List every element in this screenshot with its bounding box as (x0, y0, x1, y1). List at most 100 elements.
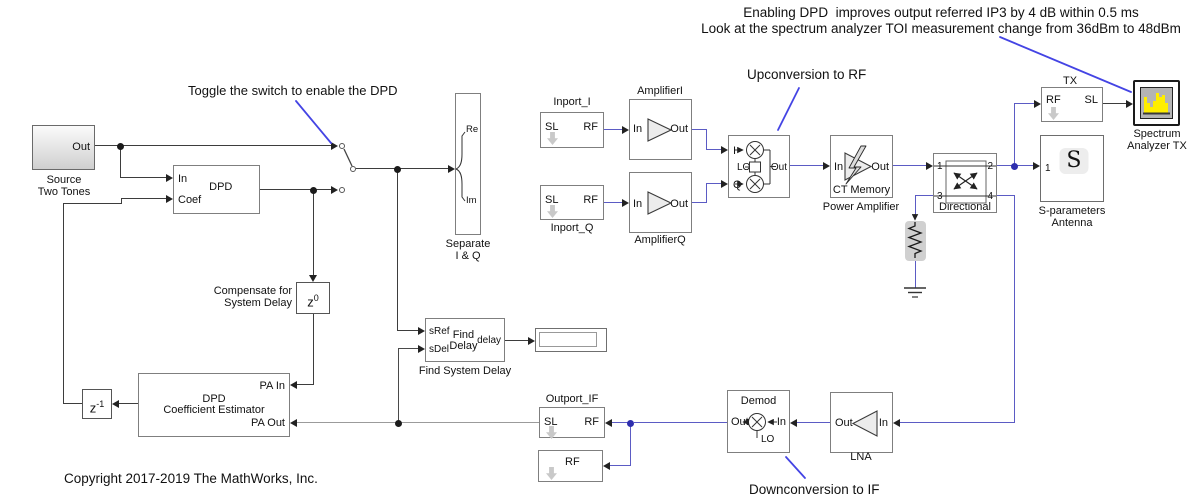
wire (796, 422, 830, 424)
block-dpd[interactable]: In Coef DPD (173, 165, 260, 214)
arrowhead (1033, 162, 1040, 170)
arrowhead (721, 180, 728, 188)
block-outport-if[interactable]: SL RF (539, 407, 605, 439)
wire (260, 189, 332, 191)
arrowhead (331, 142, 338, 150)
port-label: RF (583, 121, 598, 133)
block-label: Source (46, 174, 82, 186)
arrowhead (112, 400, 119, 408)
port-label: PA In (259, 380, 285, 392)
block-amplifier-q[interactable]: In Out (629, 172, 692, 233)
wire (630, 422, 632, 466)
wire (117, 403, 138, 405)
block-demod[interactable]: Demod Out In LO (727, 390, 790, 453)
block-title: z-1 (90, 397, 105, 415)
port-label: SL (1084, 94, 1098, 106)
wire (63, 203, 121, 205)
port-label: SL (545, 121, 559, 133)
block-label: Power Amplifier (822, 201, 900, 213)
wire (790, 165, 824, 167)
wire (297, 422, 398, 424)
wire (604, 202, 623, 204)
port-label: sDel (429, 344, 450, 355)
wire (1014, 165, 1033, 167)
port-label: In (776, 416, 786, 428)
port-label: 4 (987, 191, 993, 202)
arrowhead (823, 162, 830, 170)
junction-dot (310, 187, 317, 194)
wire (706, 183, 722, 185)
wire (63, 403, 82, 405)
block-label: Inport_Q (550, 222, 594, 234)
block-label: Inport_I (553, 96, 591, 108)
block-s-parameters-antenna[interactable]: 1 S (1040, 135, 1104, 202)
block-inport-q[interactable]: SL RF (540, 185, 604, 220)
wire (505, 340, 529, 342)
arrowhead (1034, 100, 1041, 108)
switch-contact[interactable] (339, 187, 345, 193)
block-label: Outport_IF (545, 393, 599, 405)
wire (706, 129, 708, 150)
block-rf-port[interactable]: RF (538, 450, 603, 482)
junction-dot (395, 420, 402, 427)
block-iq-modulator[interactable]: I LO Q Out (728, 135, 790, 198)
block-separate-iq[interactable]: Re Im (455, 93, 481, 235)
resistor-body[interactable] (905, 221, 926, 261)
arrowhead (418, 345, 425, 353)
block-amplifier-i[interactable]: In Out (629, 99, 692, 160)
switch-lever[interactable] (343, 148, 353, 167)
block-power-amplifier[interactable]: In Out CT Memory (830, 135, 893, 198)
junction-dot (117, 143, 124, 150)
port-label: Out (670, 198, 688, 210)
block-label: I & Q (455, 250, 481, 262)
port-label: 3 (937, 191, 943, 202)
wire (397, 330, 418, 332)
block-label: TX (1062, 75, 1078, 87)
port-label: Out (670, 123, 688, 135)
block-directional-coupler[interactable]: 1 2 3 4 Directional (933, 153, 997, 213)
block-inport-i[interactable]: SL RF (540, 112, 604, 148)
block-source-two-tones[interactable]: Out (32, 125, 95, 170)
arrowhead (893, 419, 900, 427)
block-label: Compensate for (213, 285, 292, 297)
spectrum-analyzer-icon (1143, 93, 1170, 115)
switch-contact[interactable] (350, 166, 356, 172)
s-parameters-icon: S (1059, 148, 1089, 174)
block-title: DPD (209, 181, 233, 193)
port-label: SL (545, 194, 559, 206)
block-label: S-parameters (1038, 205, 1106, 217)
arrowhead (166, 195, 173, 203)
wire (397, 169, 399, 331)
z-base: z (89, 400, 97, 416)
port-label: PA Out (250, 417, 285, 429)
block-tx-outport[interactable]: RF SL (1041, 87, 1103, 122)
block-delay-z0[interactable]: z0 (296, 282, 330, 314)
wire (997, 195, 1014, 197)
wire (893, 165, 927, 167)
arrowhead (605, 419, 612, 427)
copyright-text: Copyright 2017-2019 The MathWorks, Inc. (64, 471, 318, 486)
block-dpd-coefficient-estimator[interactable]: DPD Coefficient Estimator PA In PA Out (138, 373, 290, 437)
port-label: In (633, 198, 643, 210)
block-find-delay[interactable]: sRef sDel Find Delay delay (425, 318, 505, 362)
down-arrow-icon (546, 467, 557, 480)
block-lna[interactable]: Out In (830, 392, 893, 453)
spectrum-analyzer-screen (1140, 87, 1173, 119)
block-label: Antenna (1051, 217, 1093, 229)
block-label: AmplifierQ (634, 234, 686, 246)
port-label: I (733, 145, 737, 157)
port-label: 2 (987, 161, 993, 172)
z-base: z (307, 294, 314, 310)
switch-contact[interactable] (339, 143, 345, 149)
block-display[interactable] (535, 328, 607, 352)
wire (398, 349, 400, 423)
block-unit-delay-z1[interactable]: z-1 (82, 389, 112, 419)
annotation-upconversion: Upconversion to RF (747, 67, 867, 82)
junction-dot (394, 166, 401, 173)
block-spectrum-analyzer[interactable] (1133, 80, 1180, 126)
arrowhead (331, 186, 338, 194)
block-label: Spectrum (1133, 128, 1181, 140)
port-label: 1 (1045, 163, 1051, 174)
port-label: SL (544, 416, 558, 428)
wire (692, 202, 706, 204)
